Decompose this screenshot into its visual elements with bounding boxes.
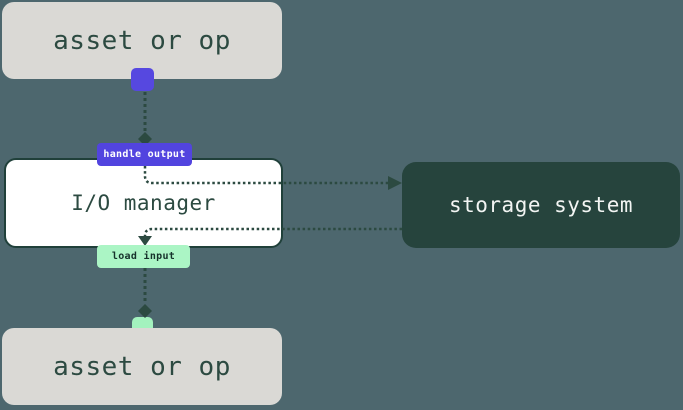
- node-asset-or-op-bottom-label: asset or op: [53, 351, 231, 382]
- node-storage-system-label: storage system: [448, 193, 633, 217]
- handle-output-label: handle output: [103, 149, 186, 160]
- node-storage-system: storage system: [402, 162, 680, 248]
- node-asset-or-op-top-label: asset or op: [53, 25, 231, 56]
- handle-output-badge: handle output: [97, 143, 192, 166]
- diamond-arrowhead-bottom: [138, 304, 152, 318]
- node-asset-or-op-bottom: asset or op: [2, 328, 282, 405]
- arrowhead-into-storage: [388, 176, 402, 190]
- node-io-manager: I/O manager: [4, 158, 283, 248]
- load-input-badge: load input: [97, 245, 190, 268]
- output-port-square: [131, 68, 154, 91]
- load-input-label: load input: [111, 251, 176, 262]
- node-asset-or-op-top: asset or op: [2, 2, 282, 79]
- node-io-manager-label: I/O manager: [71, 191, 216, 215]
